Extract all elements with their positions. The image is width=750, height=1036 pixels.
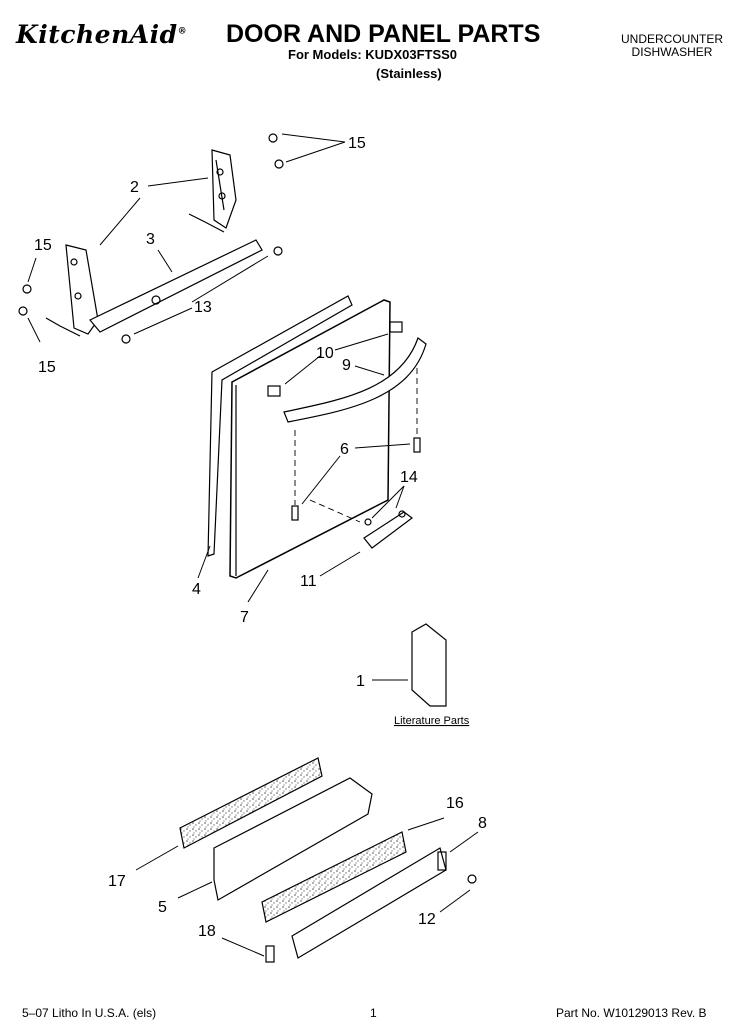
callout-12: 12: [418, 911, 436, 928]
page-title: DOOR AND PANEL PARTS: [226, 20, 541, 48]
door-panel-part-7: [229, 299, 391, 579]
models-line: For Models: KUDX03FTSS0: [288, 47, 458, 62]
insulation-pad-part-17: [179, 757, 323, 849]
stud-right: [413, 437, 421, 453]
variant-label: (Stainless): [376, 66, 442, 81]
callout-14: 14: [400, 469, 418, 486]
callout-4: 4: [192, 581, 201, 598]
callout-9: 9: [342, 357, 351, 374]
door-bracket-right: [188, 149, 237, 233]
footer-litho: 5–07 Litho In U.S.A. (els): [22, 1006, 157, 1020]
callout-15-bottom: 15: [38, 359, 56, 376]
page-number: 1: [370, 1006, 377, 1020]
callout-13: 13: [194, 299, 212, 316]
insulation-pad-part-16: [261, 831, 407, 923]
stud-left: [291, 505, 299, 521]
screws: [18, 133, 477, 884]
alignment-lines: [294, 368, 418, 523]
product-line-2: DISHWASHER: [631, 45, 713, 59]
door-handle-part-9: [283, 337, 427, 423]
literature-booklet: [411, 623, 447, 707]
callout-3: 3: [146, 231, 155, 248]
literature-parts-label: Literature Parts: [394, 715, 470, 727]
clip-part-18: [265, 945, 275, 963]
callout-15-top: 15: [348, 135, 366, 152]
door-bracket-left: [45, 244, 99, 337]
callout-15-left: 15: [34, 237, 52, 254]
callout-7: 7: [240, 609, 249, 626]
callout-8: 8: [478, 815, 487, 832]
end-cap-part-11: [363, 511, 413, 549]
callout-5: 5: [158, 899, 167, 916]
leader-lines: [27, 133, 479, 957]
rail-part-3: [89, 239, 263, 333]
callout-16: 16: [446, 795, 464, 812]
callout-17: 17: [108, 873, 126, 890]
callout-2: 2: [130, 179, 139, 196]
product-line-1: UNDERCOUNTER: [621, 32, 723, 46]
callout-18: 18: [198, 923, 216, 940]
outer-door-part-4: [207, 295, 353, 557]
brand-logo: KitchenAid®: [16, 20, 188, 49]
handle-standoff-right: [389, 321, 403, 333]
callout-1: 1: [356, 673, 365, 690]
callout-10: 10: [316, 345, 334, 362]
clip-part-8: [437, 851, 447, 871]
product-type: UNDERCOUNTER DISHWASHER: [612, 33, 732, 59]
footer-part-number: Part No. W10129013 Rev. B: [556, 1006, 707, 1020]
callout-6: 6: [340, 441, 349, 458]
handle-standoff-left: [267, 385, 281, 397]
callout-11: 11: [300, 573, 317, 590]
toe-panel-part-5: [213, 777, 373, 901]
